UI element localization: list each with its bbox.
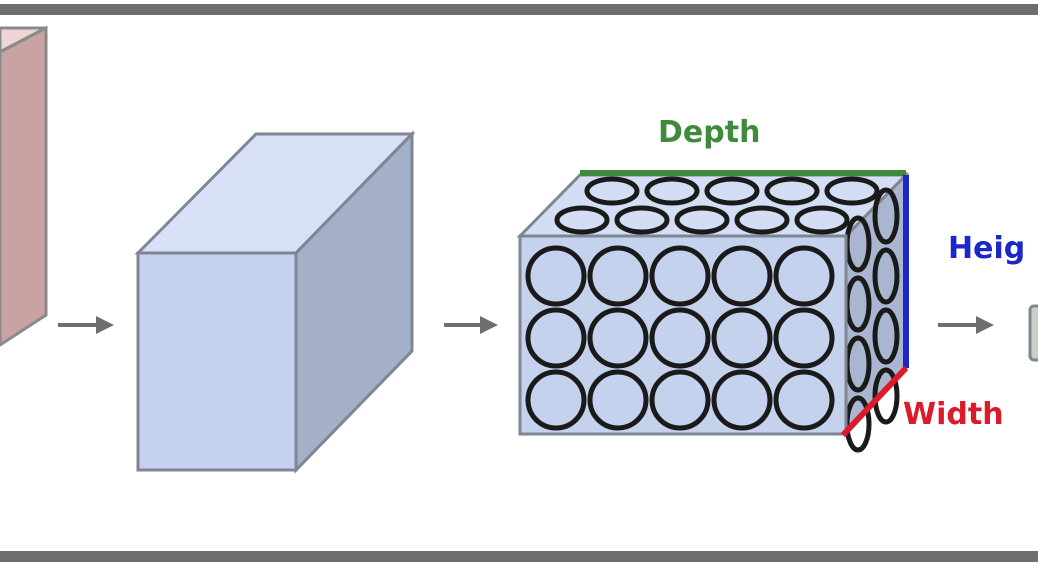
input-cube-side bbox=[0, 25, 48, 347]
neuron bbox=[587, 369, 649, 431]
volume-front-face bbox=[518, 234, 848, 436]
arrow-1 bbox=[58, 316, 114, 334]
arrow-2 bbox=[444, 316, 498, 334]
hidden-cube-front bbox=[136, 251, 298, 472]
next-layer-box bbox=[1028, 304, 1038, 362]
width-dimension-line bbox=[840, 365, 909, 438]
depth-label: Depth bbox=[658, 115, 760, 150]
neuron bbox=[872, 307, 900, 365]
neuron bbox=[872, 367, 900, 425]
neuron bbox=[525, 245, 587, 307]
neuron bbox=[794, 205, 850, 235]
neuron bbox=[824, 176, 880, 206]
neuron bbox=[587, 245, 649, 307]
neuron bbox=[525, 307, 587, 369]
neuron bbox=[711, 245, 773, 307]
neuron bbox=[649, 307, 711, 369]
neuron bbox=[734, 205, 790, 235]
neuron bbox=[554, 205, 610, 235]
neuron bbox=[649, 245, 711, 307]
neuron bbox=[773, 369, 835, 431]
neuron bbox=[773, 307, 835, 369]
volume-top-neurons bbox=[554, 176, 880, 235]
neuron bbox=[872, 247, 900, 305]
height-label: Heig bbox=[948, 231, 1025, 266]
neuron bbox=[711, 307, 773, 369]
volume-front-neurons bbox=[525, 245, 835, 431]
neuron bbox=[587, 307, 649, 369]
neuron bbox=[525, 369, 587, 431]
neuron bbox=[704, 176, 760, 206]
frame-top-bar bbox=[0, 4, 1038, 15]
neuron bbox=[644, 176, 700, 206]
width-label: Width bbox=[903, 397, 1004, 432]
neuron bbox=[649, 369, 711, 431]
frame-bottom-bar bbox=[0, 551, 1038, 562]
neuron bbox=[614, 205, 670, 235]
input-layer-cube bbox=[0, 25, 48, 347]
arrow-3 bbox=[938, 316, 994, 334]
neuron bbox=[764, 176, 820, 206]
neuron bbox=[711, 369, 773, 431]
neuron bbox=[584, 176, 640, 206]
neuron bbox=[872, 187, 900, 245]
neuron bbox=[773, 245, 835, 307]
hidden-layer-cube bbox=[134, 130, 416, 474]
neuron-volume bbox=[516, 170, 910, 453]
neuron bbox=[674, 205, 730, 235]
